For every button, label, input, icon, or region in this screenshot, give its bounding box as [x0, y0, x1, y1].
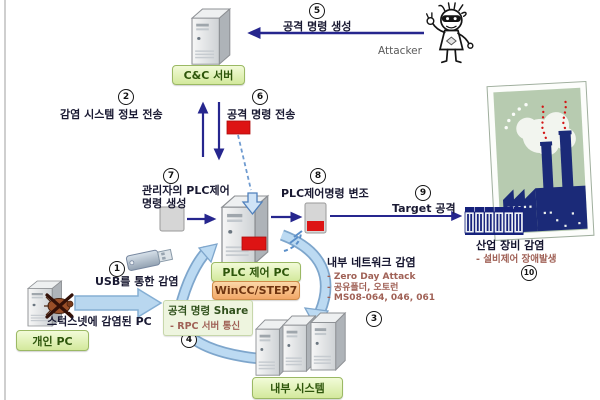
internal-systems-label: 내부 시스템 — [252, 377, 343, 399]
share-note-title: 공격 명령 Share — [167, 305, 249, 317]
admin-command-box — [159, 206, 185, 232]
network-note-line: - MS08-064, 046, 061 — [327, 293, 436, 303]
page-left-border — [4, 0, 6, 400]
flow-arrows — [187, 27, 463, 225]
usb-infection-arrow — [74, 287, 163, 319]
internal-server-icon — [310, 312, 346, 371]
infected-pc-caption: 스턱스넷에 감염된 PC — [47, 315, 152, 328]
step-circle-9: 9 — [415, 185, 431, 201]
command-download-dashed-line — [237, 134, 252, 191]
step-circle-1: 1 — [109, 261, 125, 277]
step7-label-line1: 관리자의 PLC제어 — [142, 184, 230, 197]
step-circle-3: 3 — [366, 311, 382, 327]
network-note-line: - Zero Day Attack — [327, 272, 416, 282]
attack-command-share-note: 공격 명령 Share - RPC 서버 통신 — [163, 300, 253, 336]
step2-label: 감염 시스템 정보 전송 — [60, 108, 163, 121]
attacker-icon — [425, 2, 474, 64]
step1-label: USB를 통한 감염 — [95, 275, 179, 288]
usb-drive-icon — [125, 248, 174, 271]
step5-label: 공격 명령 생성 — [283, 20, 352, 33]
industry-note-line: - 설비제어 장애발생 — [476, 254, 557, 265]
step-circle-5: 5 — [309, 3, 325, 19]
malware-bug-icon — [44, 293, 74, 319]
step-circle-4: 4 — [181, 332, 197, 348]
industry-note-title: 산업 장비 감염 — [476, 239, 545, 252]
tamper-dashed-arrow — [283, 230, 303, 252]
step-circle-8: 8 — [310, 168, 326, 184]
step7-label-line2: 명령 생성 — [142, 197, 187, 210]
factory-icon — [486, 80, 595, 241]
plc-pc-label: PLC 제어 PC — [211, 262, 301, 282]
network-note-line: - 공유폴더, 오토런 — [327, 282, 399, 293]
step-circle-7: 7 — [163, 168, 179, 184]
step-circle-2: 2 — [118, 89, 134, 105]
network-note-title: 내부 네트워크 감염 — [327, 256, 416, 269]
personal-pc-label: 개인 PC — [16, 330, 89, 351]
step-circle-10: 10 — [521, 265, 537, 281]
industrial-cabinets-icon — [464, 207, 524, 235]
plc-infected-block — [241, 236, 267, 251]
cnc-server-label: C&C 서버 — [172, 65, 245, 85]
download-arrow-icon — [241, 192, 264, 216]
wincc-step7-label: WinCC/STEP7 — [212, 281, 300, 300]
attack-command-block — [226, 120, 251, 135]
step8-label: PLC제어명령 변조 — [281, 187, 369, 200]
share-note-line: - RPC 서버 통신 — [170, 321, 241, 332]
attacker-label: Attacker — [378, 45, 422, 57]
industry-infection-note: 산업 장비 감염 - 설비제어 장애발생 — [476, 237, 556, 266]
step6-label: 공격 명령 전송 — [227, 108, 296, 121]
cnc-server-icon — [191, 8, 231, 65]
step-circle-6: 6 — [252, 89, 268, 105]
tampered-command-red — [307, 221, 324, 231]
step9-label: Target 공격 — [392, 202, 456, 215]
network-infection-note: 내부 네트워크 감염 - Zero Day Attack - 공유폴더, 오토런… — [327, 254, 435, 304]
step7-label: 관리자의 PLC제어 명령 생성 — [142, 184, 230, 210]
